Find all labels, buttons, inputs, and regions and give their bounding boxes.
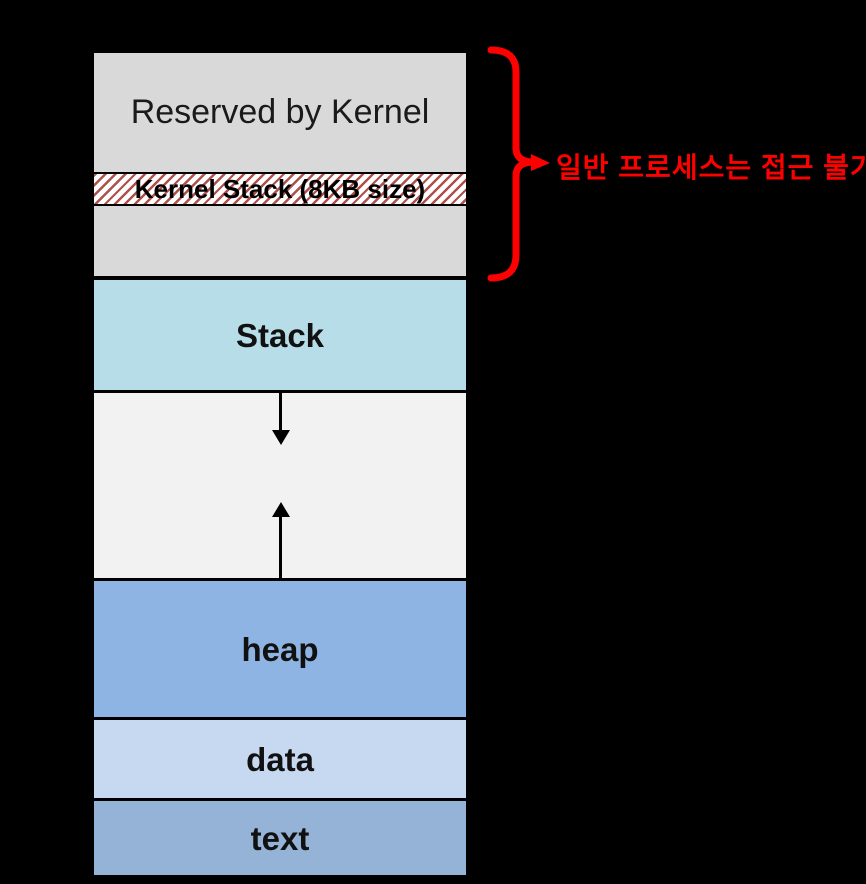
reserved-by-kernel-label: Reserved by Kernel: [130, 92, 430, 131]
heap-label: heap: [241, 630, 319, 668]
text-label: text: [250, 819, 310, 857]
region-text: text: [92, 799, 468, 877]
heap-growth-arrow-stem: [279, 516, 282, 578]
kernel-access-annotation: 일반 프로세스는 접근 불가: [556, 152, 866, 183]
data-label: data: [246, 740, 314, 778]
stack-growth-down-arrow-icon: [272, 430, 290, 445]
region-data: data: [92, 718, 468, 800]
heap-growth-up-arrow-icon: [272, 502, 290, 517]
region-heap: heap: [92, 579, 468, 719]
kernel-stack-label: Kernel Stack (8KB size): [134, 174, 426, 204]
stack-label: Stack: [235, 316, 325, 354]
region-kernel-stack: Kernel Stack (8KB size): [92, 172, 468, 206]
stack-growth-arrow-stem: [279, 392, 282, 431]
reserved-label-area: Reserved by Kernel: [94, 53, 466, 171]
region-reserved-by-kernel: Reserved by Kernel: [92, 51, 468, 278]
region-stack: Stack: [92, 278, 468, 392]
